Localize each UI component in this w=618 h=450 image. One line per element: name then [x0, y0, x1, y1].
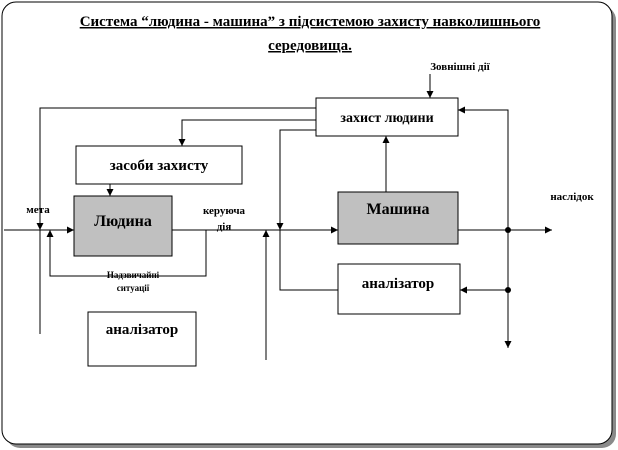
output-to-protection-line [458, 106, 509, 230]
consequence-label: наслідок [550, 191, 594, 203]
protection-down-line [276, 129, 316, 230]
protection-means-label: засоби захисту [110, 158, 209, 174]
human-box [73, 195, 173, 257]
top-feedback-line [36, 107, 316, 230]
analyzer-right-box [337, 263, 461, 315]
external-influences-label: Зовнішні дії [430, 61, 490, 73]
human-protection-box [315, 97, 459, 137]
machine-label: Машина [366, 201, 429, 218]
human-label: Людина [94, 213, 152, 230]
control-action-label-2: дія [217, 221, 232, 233]
control-action-label-1: керуюча [203, 205, 246, 217]
emergency-label-1: Надзвичайні [107, 270, 160, 280]
protection-to-means-line [178, 119, 316, 146]
emergency-label-2: ситуації [117, 283, 150, 293]
diagram-title-line2: середовища. [268, 38, 352, 54]
analyzer-right-feedback-line [279, 230, 338, 291]
analyzer-left-label: аналізатор [106, 322, 179, 338]
protection-means-box [75, 145, 243, 185]
diagram-title-line1: Система “людина - машина” з підсистемою … [80, 14, 541, 30]
machine-box [337, 191, 459, 245]
emergency-loop-line [46, 230, 207, 277]
analyzer-right-label: аналізатор [362, 276, 435, 292]
goal-label: мета [26, 204, 50, 216]
analyzer-left-box [87, 311, 197, 367]
human-protection-label: захист людини [340, 111, 433, 126]
